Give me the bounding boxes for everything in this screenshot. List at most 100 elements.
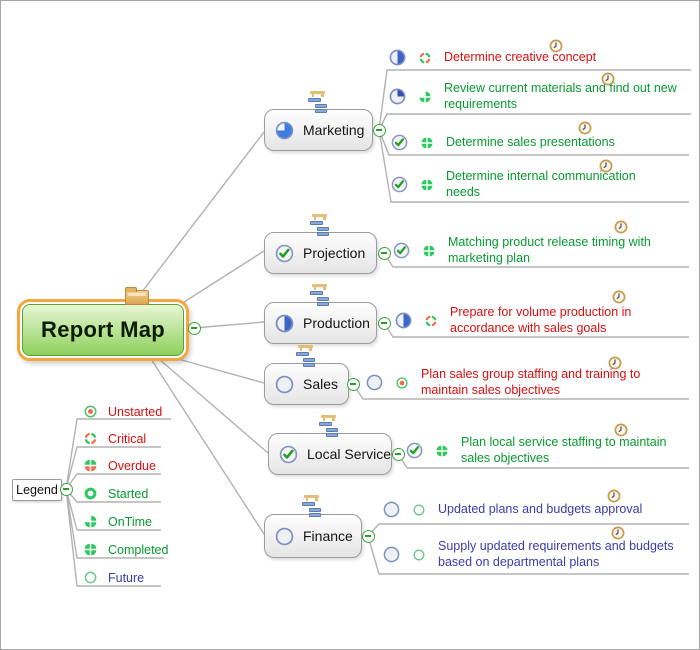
root-topic-label: Report Map	[22, 304, 184, 356]
clock-icon	[601, 72, 615, 86]
topic-marketing[interactable]: Marketing	[264, 109, 373, 151]
progress-50-icon	[275, 314, 294, 333]
subtopic-text: Review current materials and find out ne…	[444, 81, 677, 111]
collapse-button-local-service[interactable]	[392, 448, 405, 461]
status-completed-icon	[422, 244, 436, 258]
topic-projection[interactable]: Projection	[264, 232, 377, 274]
status-completed-icon	[420, 136, 434, 150]
subtopic-row[interactable]: Updated plans and budgets approval	[383, 501, 673, 518]
collapse-button-marketing[interactable]	[373, 124, 386, 137]
status-future-icon	[412, 503, 426, 517]
status-ontime-icon	[83, 514, 98, 529]
legend-item-label: Completed	[108, 542, 169, 557]
legend-item-label: Critical	[108, 431, 147, 446]
subtopic-row[interactable]: Prepare for volume production in accorda…	[395, 305, 674, 336]
legend-item-label: Future	[108, 570, 145, 585]
clock-icon	[614, 423, 628, 437]
legend-item-label: Started	[108, 486, 149, 501]
status-started-icon	[83, 486, 98, 501]
progress-0-icon	[383, 546, 400, 563]
topic-local-service[interactable]: Local Service	[268, 433, 392, 475]
subtopic-row[interactable]: Supply updated requirements and budgets …	[383, 539, 683, 570]
legend-item[interactable]: Started	[83, 486, 148, 501]
check-icon	[391, 134, 408, 151]
check-icon	[391, 176, 408, 193]
subtopic-row[interactable]: Plan local service staffing to maintain …	[406, 435, 699, 466]
subtopic-text: Determine internal communication needs	[446, 169, 636, 199]
root-collapse-button[interactable]	[188, 322, 201, 335]
status-overdue-icon	[83, 458, 98, 473]
status-completed-icon	[435, 444, 449, 458]
check-icon	[279, 445, 298, 464]
topic-label: Finance	[303, 528, 353, 544]
clock-icon	[611, 526, 625, 540]
subtopic-text: Updated plans and budgets approval	[438, 501, 643, 516]
progress-0-icon	[383, 501, 400, 518]
folder-icon	[125, 287, 149, 305]
status-completed-icon	[420, 178, 434, 192]
status-unstarted-icon	[395, 376, 409, 390]
status-ontime-icon	[418, 90, 432, 104]
topic-production[interactable]: Production	[264, 302, 377, 344]
progress-50-icon	[389, 49, 406, 66]
progress-0-icon	[275, 527, 294, 546]
root-branch-connectors	[137, 131, 269, 535]
check-icon	[393, 242, 410, 259]
clock-icon	[612, 290, 626, 304]
subtopic-row[interactable]: Review current materials and find out ne…	[389, 81, 682, 112]
legend-item[interactable]: Overdue	[83, 458, 156, 473]
status-future-icon	[83, 570, 98, 585]
status-critical-icon	[424, 314, 438, 328]
clock-icon	[607, 489, 621, 503]
topic-label: Marketing	[303, 122, 365, 138]
legend-label: Legend	[16, 483, 58, 497]
status-future-icon	[412, 548, 426, 562]
legend-item[interactable]: Completed	[83, 542, 168, 557]
legend-item[interactable]: OnTime	[83, 514, 152, 529]
status-completed-icon	[83, 542, 98, 557]
subtopic-row[interactable]: Plan sales group staffing and training t…	[366, 367, 666, 398]
status-critical-icon	[83, 431, 98, 446]
legend-item-label: Unstarted	[108, 404, 163, 419]
legend-item[interactable]: Future	[83, 570, 144, 585]
collapse-button-production[interactable]	[378, 317, 391, 330]
legend-collapse-button[interactable]	[60, 483, 73, 496]
topic-sales[interactable]: Sales	[264, 363, 349, 405]
subtopic-text: Determine sales presentations	[446, 134, 615, 149]
status-critical-icon	[418, 51, 432, 65]
subtopic-text: Plan local service staffing to maintain …	[461, 435, 667, 465]
root-topic[interactable]: Report Map	[17, 299, 189, 361]
progress-25-icon	[389, 88, 406, 105]
notes-icon	[308, 214, 332, 237]
legend-item[interactable]: Critical	[83, 431, 146, 446]
collapse-button-sales[interactable]	[347, 378, 360, 391]
topic-finance[interactable]: Finance	[264, 514, 362, 558]
subtopic-row[interactable]: Determine creative concept	[389, 49, 654, 66]
collapse-button-finance[interactable]	[362, 530, 375, 543]
topic-label: Production	[303, 315, 370, 331]
check-icon	[406, 442, 423, 459]
subtopic-text: Prepare for volume production in accorda…	[450, 305, 632, 335]
subtopic-text: Supply updated requirements and budgets …	[438, 539, 674, 569]
legend-item[interactable]: Unstarted	[83, 404, 162, 419]
subtopic-text: Determine creative concept	[444, 49, 597, 64]
subtopic-row[interactable]: Matching product release timing with mar…	[393, 235, 680, 266]
collapse-button-projection[interactable]	[378, 247, 391, 260]
notes-icon	[300, 495, 324, 518]
legend-item-label: OnTime	[108, 514, 152, 529]
progress-0-icon	[275, 375, 294, 394]
notes-icon	[317, 415, 341, 438]
notes-icon	[308, 284, 332, 307]
progress-50-icon	[395, 312, 412, 329]
progress-75-icon	[275, 121, 294, 140]
subtopic-row[interactable]: Determine internal communication needs	[391, 169, 671, 200]
legend-topic[interactable]: Legend	[12, 479, 62, 501]
subtopic-row[interactable]: Determine sales presentations	[391, 134, 676, 151]
topic-label: Projection	[303, 245, 366, 261]
clock-icon	[549, 39, 563, 53]
legend-item-label: Overdue	[108, 458, 156, 473]
clock-icon	[608, 356, 622, 370]
notes-icon	[306, 91, 330, 114]
clock-icon	[578, 121, 592, 135]
topic-label: Local Service	[307, 446, 392, 462]
